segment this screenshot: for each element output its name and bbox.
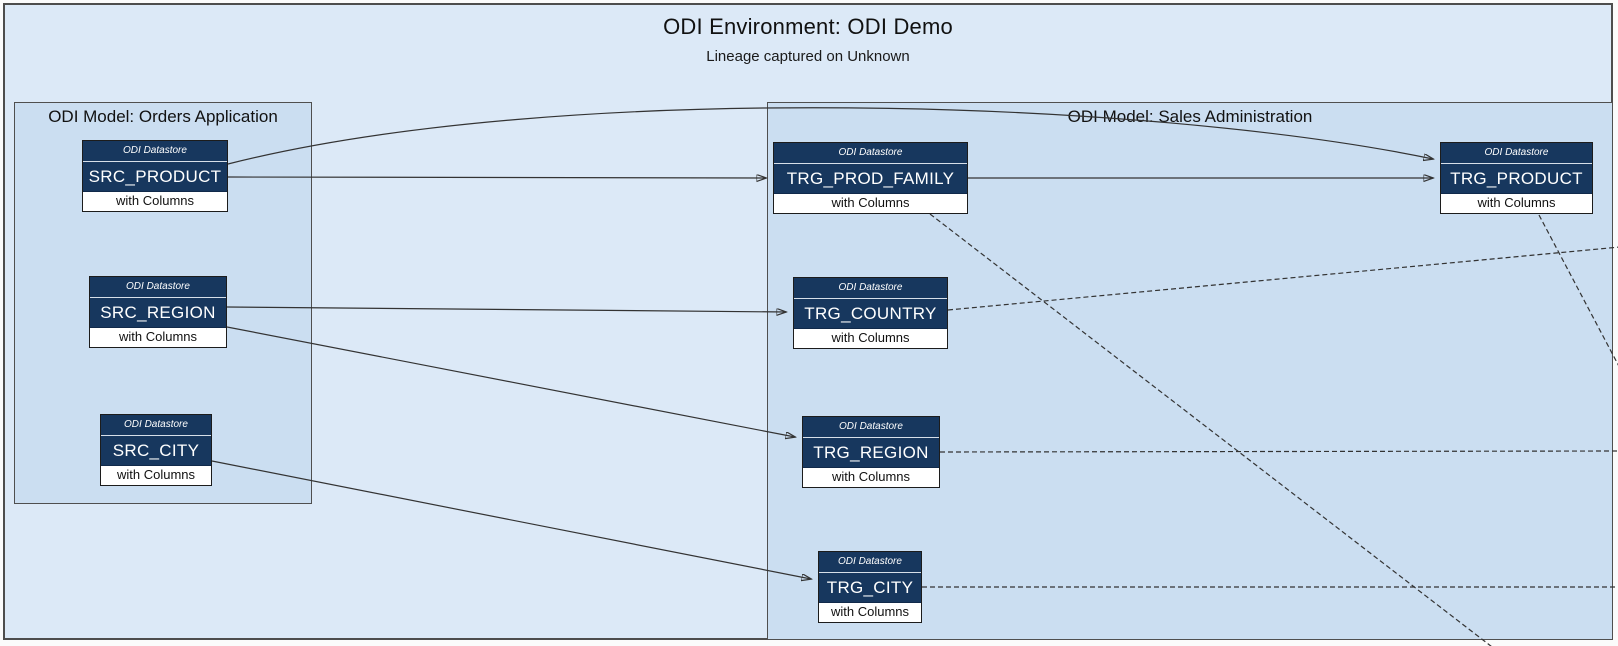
datastore-node-trg-country[interactable]: ODI Datastore TRG_COUNTRY with Columns (793, 277, 948, 349)
datastore-columns-label: with Columns (1441, 193, 1592, 213)
datastore-name: TRG_PROD_FAMILY (786, 169, 955, 188)
datastore-columns-label: with Columns (90, 327, 226, 347)
datastore-node-src-region[interactable]: ODI Datastore SRC_REGION with Columns (89, 276, 227, 348)
datastore-name: TRG_CITY (826, 578, 914, 597)
datastore-columns-label: with Columns (101, 465, 211, 485)
model-title-sales-administration: ODI Model: Sales Administration (1067, 107, 1313, 126)
datastore-columns-label: with Columns (794, 328, 947, 348)
datastore-name: SRC_PRODUCT (88, 167, 222, 186)
datastore-name: TRG_REGION (813, 443, 929, 462)
datastore-type-label: ODI Datastore (1441, 143, 1592, 164)
datastore-type-label: ODI Datastore (803, 417, 939, 438)
datastore-name: SRC_CITY (112, 441, 200, 460)
datastore-columns-label: with Columns (774, 193, 967, 213)
datastore-type-label: ODI Datastore (101, 415, 211, 436)
datastore-name: TRG_COUNTRY (804, 304, 937, 323)
datastore-name: SRC_REGION (100, 303, 216, 322)
datastore-columns-label: with Columns (83, 191, 227, 211)
model-title-orders-application: ODI Model: Orders Application (48, 107, 278, 126)
datastore-type-label: ODI Datastore (90, 277, 226, 298)
datastore-type-label: ODI Datastore (794, 278, 947, 299)
datastore-type-label: ODI Datastore (819, 552, 921, 573)
datastore-node-src-product[interactable]: ODI Datastore SRC_PRODUCT with Columns (82, 140, 228, 212)
datastore-node-trg-city[interactable]: ODI Datastore TRG_CITY with Columns (818, 551, 922, 623)
datastore-columns-label: with Columns (819, 602, 921, 622)
datastore-node-trg-region[interactable]: ODI Datastore TRG_REGION with Columns (802, 416, 940, 488)
datastore-node-trg-product[interactable]: ODI Datastore TRG_PRODUCT with Columns (1440, 142, 1593, 214)
datastore-node-src-city[interactable]: ODI Datastore SRC_CITY with Columns (100, 414, 212, 486)
datastore-name: TRG_PRODUCT (1450, 169, 1583, 188)
datastore-columns-label: with Columns (803, 467, 939, 487)
environment-subtitle: Lineage captured on Unknown (706, 48, 910, 65)
environment-title: ODI Environment: ODI Demo (663, 14, 953, 39)
datastore-type-label: ODI Datastore (83, 141, 227, 162)
datastore-node-trg-prod-family[interactable]: ODI Datastore TRG_PROD_FAMILY with Colum… (773, 142, 968, 214)
datastore-type-label: ODI Datastore (774, 143, 967, 164)
